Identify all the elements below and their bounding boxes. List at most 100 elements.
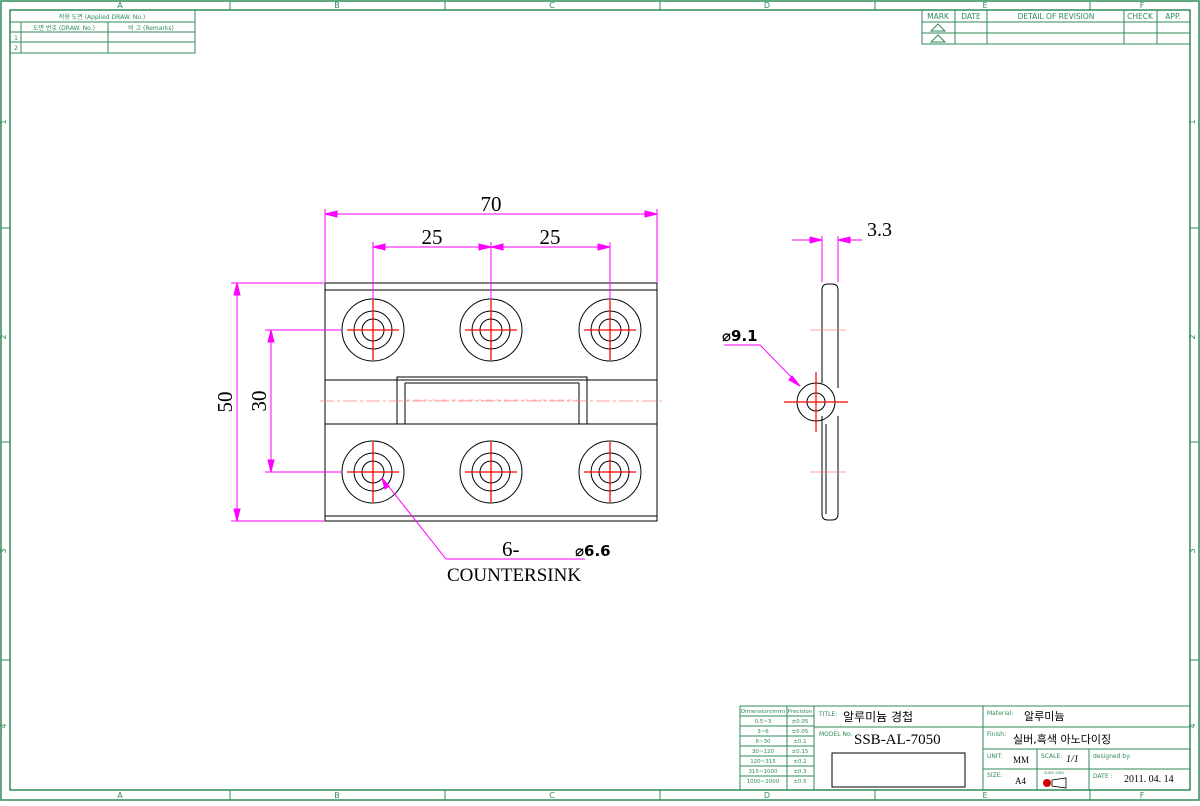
col-check: CHECK xyxy=(1127,12,1154,21)
tolerance-rows: Dimension(mm) Precision 0.5~3 ±0.05 3~6 ±0.… xyxy=(741,709,813,785)
zone-row-right: 2 xyxy=(1188,334,1197,339)
applied-drawing-table: 적용 도면 (Applied DRAW. No.) 도면 번호 (DRAW. N… xyxy=(9,9,196,54)
side-view-dimensions xyxy=(724,236,862,387)
dim-hole-pitch-left: 25 xyxy=(422,225,443,249)
zone-row-right: 1 xyxy=(1188,119,1197,124)
col-detail: DETAIL OF REVISION xyxy=(1018,12,1095,21)
col-drawing-no: 도면 번호 (DRAW. No.) xyxy=(33,24,95,32)
tolerance-header-precision: Precision xyxy=(788,709,813,715)
hole-circle xyxy=(459,440,523,504)
tolerance-value: ±0.15 xyxy=(792,749,809,755)
center-knuckle xyxy=(396,376,588,425)
side-leaf-bottom xyxy=(821,416,839,521)
tolerance-table: Dimension(mm) Precision 0.5~3 ±0.05 3~6 ±0.… xyxy=(739,705,815,791)
row-number: 2 xyxy=(14,45,18,52)
scale-label: SCALE: xyxy=(1041,753,1062,760)
company-logo: SUNG SHIN xyxy=(1043,771,1067,789)
model-label: MODEL No. xyxy=(819,731,853,738)
front-view-dimension-text: 70 25 25 50 30 6- ⌀6.6 COUNTERSINK xyxy=(213,192,611,586)
zone-col-top: D xyxy=(764,1,770,10)
col-app: APP. xyxy=(1165,12,1180,21)
material-label: Material: xyxy=(987,710,1013,717)
hinge-side-view xyxy=(784,283,848,521)
title-blank-box xyxy=(831,752,966,788)
material-value: 알루미늄 xyxy=(1024,709,1064,723)
countersink-hole xyxy=(459,298,523,362)
title-label: TITLE: xyxy=(818,711,837,718)
size-value: A4 xyxy=(1015,776,1026,786)
tolerance-header-dimension: Dimension(mm) xyxy=(741,709,785,715)
tolerance-range: 120~315 xyxy=(750,759,776,765)
dim-overall-height: 50 xyxy=(213,392,237,413)
hole-count-label: 6- xyxy=(502,537,520,561)
tolerance-range: 6~30 xyxy=(755,739,771,745)
countersink-hole xyxy=(341,298,405,362)
date-value: 2011. 04. 14 xyxy=(1124,774,1174,785)
hole-type-label: COUNTERSINK xyxy=(447,565,581,586)
dim-overall-width: 70 xyxy=(481,192,502,216)
tolerance-value: ±0.3 xyxy=(793,769,807,775)
title-value: 알루미늄 경첩 xyxy=(843,710,913,724)
revision-table: MARK DATE DETAIL OF REVISION CHECK APP. xyxy=(921,9,1191,45)
col-date: DATE xyxy=(961,12,981,21)
hole-circle xyxy=(578,440,642,504)
revision-triangle-icon xyxy=(929,23,947,32)
finish-value: 실버,흑색 아노다이징 xyxy=(1013,732,1111,746)
date-label: DATE : xyxy=(1093,773,1113,780)
zone-col-top: A xyxy=(117,1,123,10)
countersink-hole xyxy=(459,440,523,504)
tolerance-value: ±0.1 xyxy=(793,739,806,745)
tolerance-value: ±0.05 xyxy=(792,719,809,725)
zone-col-bottom: C xyxy=(549,791,555,800)
zone-col-bottom: E xyxy=(982,791,987,800)
zone-row-left: 4 xyxy=(0,723,8,728)
dim-hole-pitch-right: 25 xyxy=(540,225,561,249)
finish-label: Finish: xyxy=(987,731,1006,738)
side-leaf-top xyxy=(821,283,839,388)
hinge-front-view xyxy=(320,282,662,522)
tolerance-range: 3~6 xyxy=(757,729,769,735)
hole-diameter-label: ⌀6.6 xyxy=(575,542,611,560)
zone-col-bottom: F xyxy=(1140,791,1145,800)
designed-label: designed by: xyxy=(1093,753,1131,760)
zone-col-top: F xyxy=(1140,1,1145,10)
size-label: SIZE: xyxy=(987,772,1003,779)
revision-triangle-icon xyxy=(929,34,947,43)
zone-col-top: C xyxy=(549,1,555,10)
zone-row-left: 1 xyxy=(0,119,8,124)
zone-col-top: E xyxy=(982,1,987,10)
countersink-hole xyxy=(578,440,642,504)
tolerance-value: ±0.5 xyxy=(793,779,807,785)
unit-value: MM xyxy=(1013,755,1029,765)
scale-value: 1/1 xyxy=(1066,754,1079,765)
side-view-dimension-text: 3.3 ⌀9.1 xyxy=(722,219,892,345)
tolerance-value: ±0.05 xyxy=(792,729,809,735)
title-block: TITLE: MODEL No. Material: Finish: UNIT:… xyxy=(813,705,1191,791)
zone-col-bottom: A xyxy=(117,791,123,800)
dim-hole-row-spacing: 30 xyxy=(247,391,271,412)
applied-drawing-header: 적용 도면 (Applied DRAW. No.) xyxy=(59,13,145,21)
zone-row-right: 4 xyxy=(1188,723,1197,728)
dim-thickness: 3.3 xyxy=(867,219,892,241)
zone-row-left: 3 xyxy=(0,548,8,553)
svg-text:SUNG SHIN: SUNG SHIN xyxy=(1044,771,1064,775)
col-remarks: 비 고 (Remarks) xyxy=(128,24,174,32)
zone-col-bottom: D xyxy=(764,791,770,800)
zone-col-bottom: B xyxy=(334,791,340,800)
dim-pin-diameter: ⌀9.1 xyxy=(722,327,758,345)
col-mark: MARK xyxy=(927,12,950,21)
zone-row-left: 2 xyxy=(0,334,8,339)
tolerance-range: 1000~2000 xyxy=(747,779,780,785)
tolerance-range: 30~120 xyxy=(752,749,775,755)
zone-row-right: 3 xyxy=(1188,548,1197,553)
tolerance-range: 315~1000 xyxy=(748,769,778,775)
tolerance-range: 0.5~3 xyxy=(755,719,772,725)
front-view-dimensions xyxy=(231,209,658,560)
row-number: 1 xyxy=(14,35,18,42)
zone-col-top: B xyxy=(334,1,340,10)
unit-label: UNIT: xyxy=(987,753,1003,760)
